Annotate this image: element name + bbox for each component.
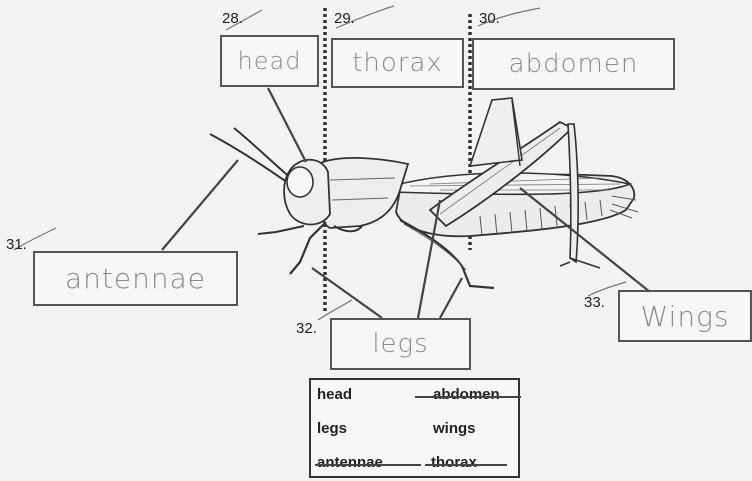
- answer-text-abdomen: abdomen: [474, 40, 673, 88]
- answer-box-head[interactable]: head: [220, 35, 319, 87]
- word-bank-abdomen: abdomen: [433, 386, 500, 403]
- head-leader-line: [268, 88, 306, 162]
- answer-text-legs: legs: [332, 320, 469, 368]
- legs-leader-line-3: [440, 278, 462, 318]
- label-number-28: 28.: [222, 10, 243, 27]
- label-number-32: 32.: [296, 320, 317, 337]
- answer-box-legs[interactable]: legs: [330, 318, 471, 370]
- label-number-33: 33.: [584, 294, 605, 311]
- label-number-30: 30.: [479, 10, 500, 27]
- answer-text-head: head: [222, 37, 317, 85]
- word-bank-head: head: [317, 386, 352, 403]
- answer-box-abdomen[interactable]: abdomen: [472, 38, 675, 90]
- legs-leader-line-1: [312, 268, 382, 318]
- answer-box-antennae[interactable]: antennae: [33, 251, 238, 306]
- strike-antennae: [315, 464, 421, 466]
- label-number-29: 29.: [334, 10, 355, 27]
- word-bank-thorax: thorax: [431, 454, 477, 471]
- answer-text-thorax: thorax: [333, 40, 462, 86]
- strike-thorax: [425, 464, 507, 466]
- word-bank-antennae: antennae: [317, 454, 383, 471]
- strike-abdomen: [415, 396, 521, 398]
- answer-text-antennae: antennae: [35, 253, 236, 304]
- answer-box-thorax[interactable]: thorax: [331, 38, 464, 88]
- word-bank: head abdomen legs wings antennae thorax: [309, 378, 520, 478]
- word-bank-legs: legs: [317, 420, 347, 437]
- word-bank-wings: wings: [433, 420, 476, 437]
- antennae-leader-line: [162, 160, 238, 250]
- answer-box-wings[interactable]: Wings: [618, 290, 752, 342]
- answer-text-wings: Wings: [620, 292, 750, 340]
- label-number-31: 31.: [6, 236, 27, 253]
